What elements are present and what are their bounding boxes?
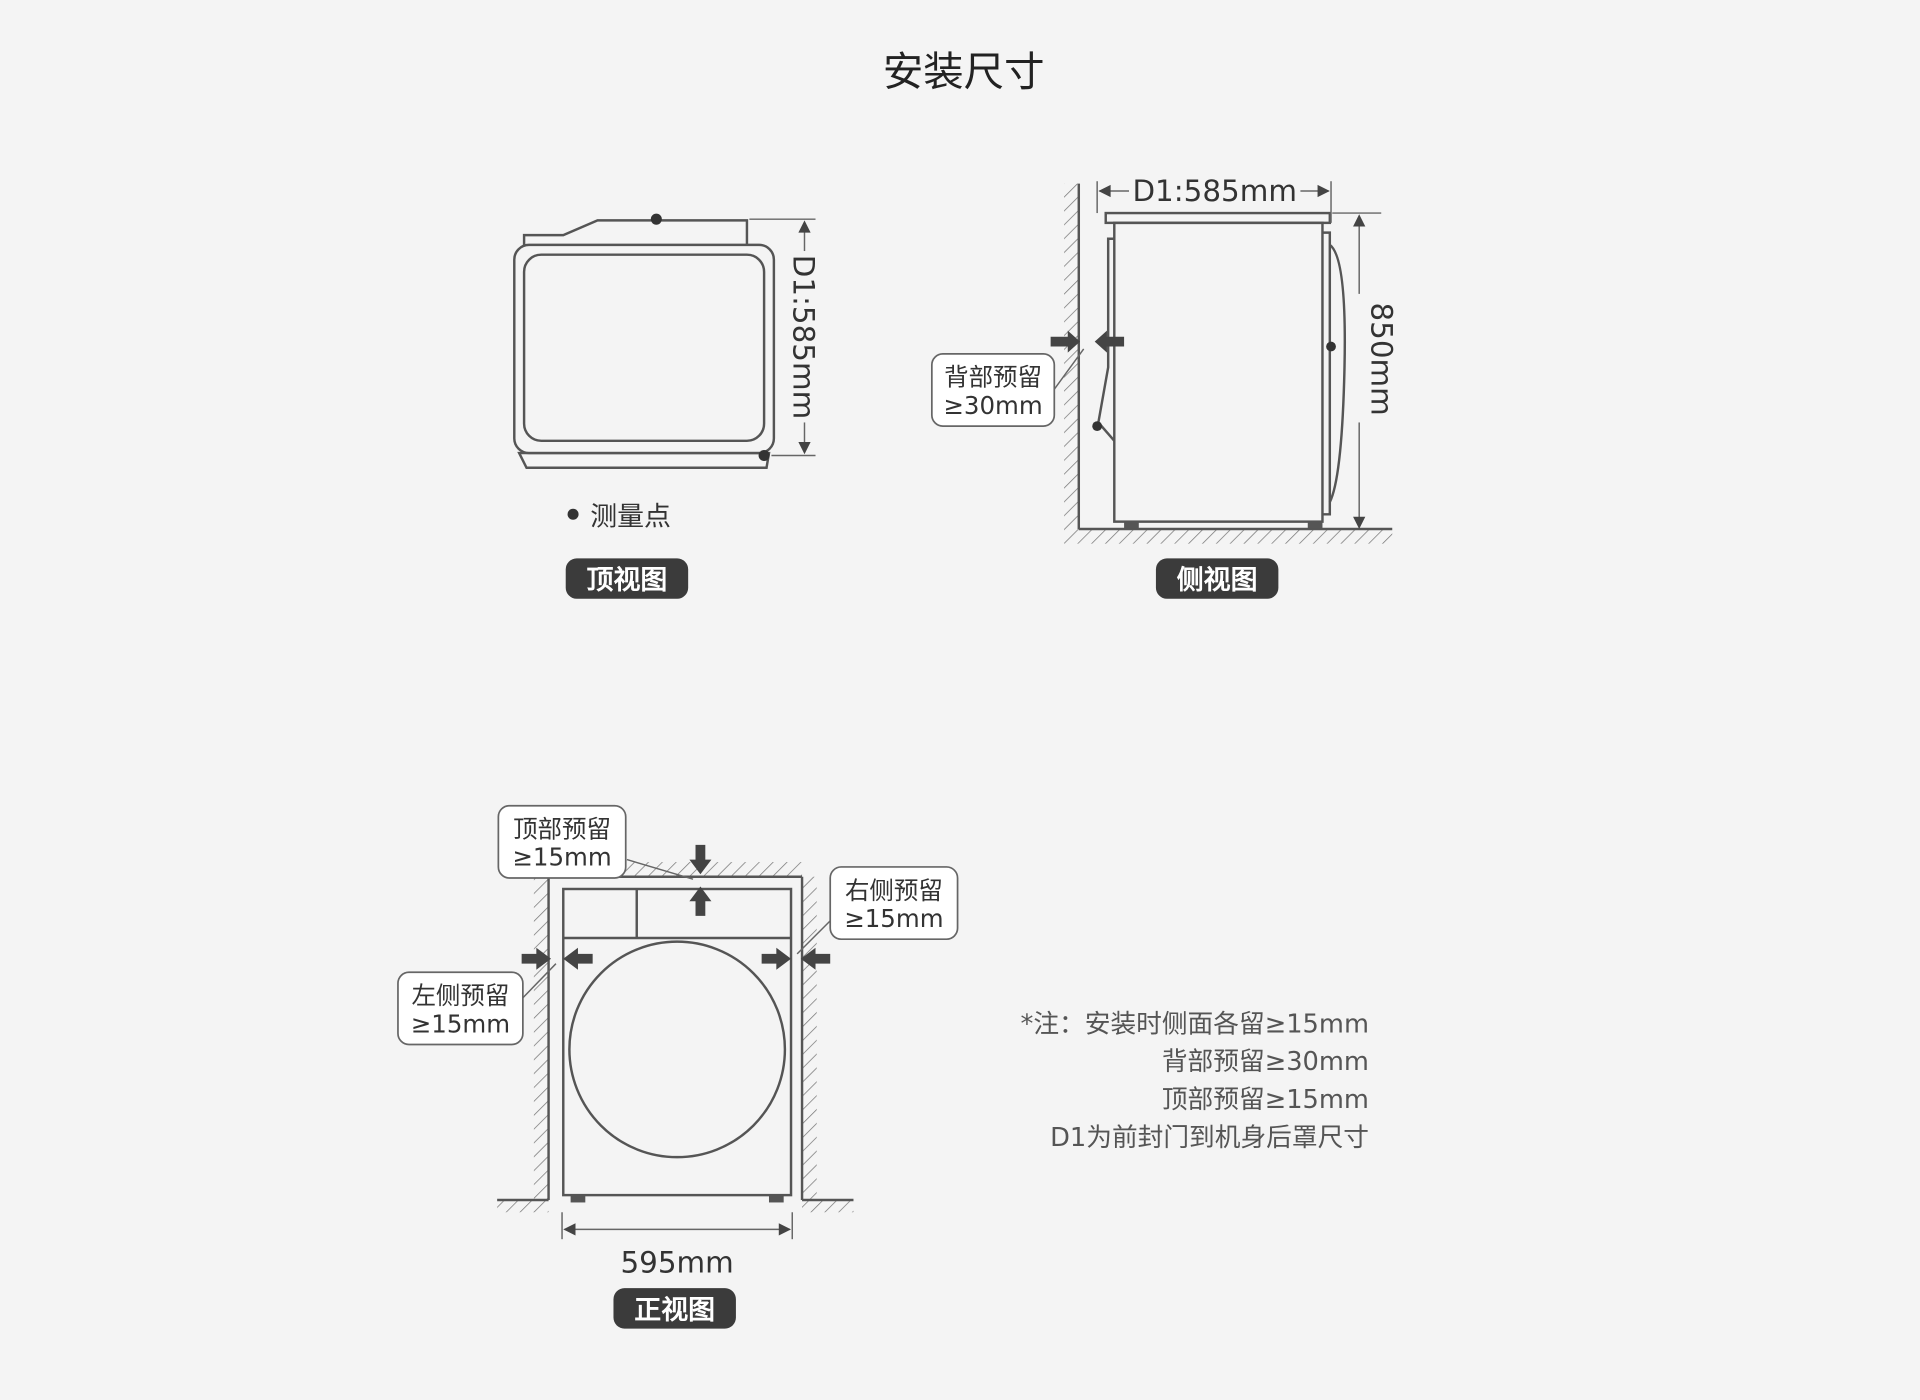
top-clearance-callout: [497, 804, 627, 879]
side-view-height-label: 850mm: [1364, 302, 1398, 415]
back-clearance-line2: ≥30mm: [943, 391, 1042, 420]
right-clearance-callout: [829, 866, 959, 941]
measure-point-legend: 测量点: [590, 501, 671, 532]
side-view-front-frame: [1322, 231, 1332, 516]
front-view-door: [568, 940, 787, 1159]
note-line-1: *注：安装时侧面各留≥15mm: [1020, 1009, 1369, 1039]
side-view-door: [1328, 243, 1346, 503]
measure-point-legend-dot: [567, 508, 579, 520]
installation-notes: *注：安装时侧面各留≥15mm 背部预留≥30mm 顶部预留≥15mm D1为前…: [1020, 1009, 1369, 1153]
right-clearance-line2: ≥15mm: [844, 904, 943, 933]
top-view-base: [517, 451, 771, 469]
note-line-2: 背部预留≥30mm: [1162, 1047, 1369, 1077]
top-clearance-arrow-up: [689, 886, 712, 916]
top-view-depth-label: D1:585mm: [786, 255, 820, 420]
left-clearance-arrow-machine: [563, 947, 593, 970]
right-clearance-arrow-wall: [800, 947, 831, 970]
measure-point-rear: [650, 213, 662, 225]
top-clearance-line2: ≥15mm: [512, 843, 611, 872]
back-clearance-line1: 背部预留: [944, 363, 1042, 392]
side-view-wall: [1064, 183, 1079, 529]
side-view-rear: [1097, 237, 1116, 442]
left-clearance-line2: ≥15mm: [411, 1009, 510, 1038]
top-clearance-line1: 顶部预留: [513, 815, 611, 844]
side-view-badge: [1155, 558, 1279, 599]
front-view-badge: [613, 1288, 736, 1329]
top-view: D1:585mm 测量点 顶视图: [513, 213, 820, 599]
side-view-depth-label: D1:585mm: [1132, 174, 1297, 208]
left-clearance-line1: 左侧预留: [411, 981, 509, 1010]
back-clearance-callout: [930, 353, 1056, 427]
side-view-body: [1113, 221, 1324, 523]
right-clearance-line1: 右侧预留: [845, 876, 943, 905]
top-view-lid: [522, 253, 766, 443]
right-clearance-arrow-machine: [761, 947, 792, 970]
top-view-rear-cover: [522, 219, 749, 245]
left-clearance-callout: [397, 971, 524, 1046]
front-view-width-label: 595mm: [620, 1245, 733, 1279]
top-view-badge-label: 顶视图: [587, 565, 668, 596]
front-view: 顶部预留 ≥15mm 右侧预留 ≥15mm 左侧预留 ≥15mm 595mm 正…: [397, 804, 959, 1329]
side-view-floor: [1064, 528, 1393, 544]
page-title: 安装尺寸: [883, 48, 1045, 96]
note-line-3: 顶部预留≥15mm: [1162, 1085, 1369, 1115]
side-view-badge-label: 侧视图: [1177, 565, 1258, 596]
note-line-4: D1为前封门到机身后罩尺寸: [1050, 1123, 1369, 1153]
side-view-top-panel: [1104, 211, 1332, 225]
front-view-body: [562, 887, 793, 1197]
measure-point-front: [758, 450, 770, 462]
top-view-body: [513, 243, 776, 455]
front-view-right-wall: [802, 876, 817, 1201]
front-view-left-wall: [533, 876, 549, 1201]
side-view: D1:585mm 850mm 背部预留 ≥30mm 侧视图: [930, 174, 1398, 599]
front-view-badge-label: 正视图: [634, 1295, 715, 1326]
back-clearance-arrow-machine: [1094, 330, 1125, 353]
top-view-badge: [565, 558, 689, 599]
back-clearance-arrow-wall: [1050, 330, 1081, 353]
